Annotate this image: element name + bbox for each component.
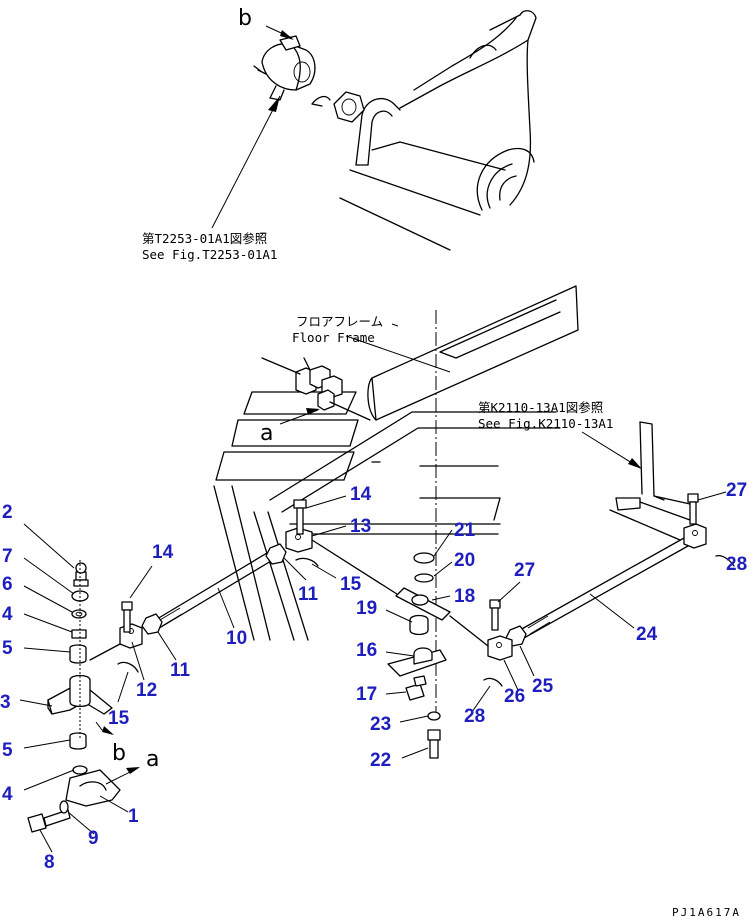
top-assembly (211, 10, 537, 251)
callout-8: 8 (44, 852, 55, 873)
callout-10: 10 (226, 628, 247, 649)
middle-assembly (141, 499, 451, 759)
ref-note-top-jp: 第T2253-01A1図参照 (142, 231, 267, 246)
floor-frame (213, 285, 579, 641)
leader-lines (19, 491, 727, 853)
callout-27-mid: 27 (514, 560, 535, 581)
callout-11: 11 (170, 660, 191, 681)
callout-28-lower: 28 (464, 706, 485, 727)
callout-14: 14 (152, 542, 174, 563)
callout-9: 9 (88, 828, 99, 849)
callout-15-mid: 15 (340, 574, 362, 595)
callout-14-mid: 14 (350, 484, 372, 505)
callout-12: 12 (136, 680, 157, 701)
callout-19: 19 (356, 598, 377, 619)
ref-note-right-en: See Fig.K2110-13A1 (478, 416, 613, 431)
callout-4: 4 (2, 604, 13, 625)
callout-2: 2 (2, 502, 13, 523)
callout-7: 7 (2, 546, 13, 567)
callout-21: 21 (454, 520, 476, 541)
callout-6: 6 (2, 574, 13, 595)
callout-24: 24 (636, 624, 658, 645)
callout-25: 25 (532, 676, 554, 697)
callout-18: 18 (454, 586, 475, 607)
view-letter-b-top: b (238, 6, 252, 31)
callout-22: 22 (370, 750, 391, 771)
callout-5-lower: 5 (2, 740, 13, 761)
callout-5: 5 (2, 638, 13, 659)
callout-16: 16 (356, 640, 377, 661)
ref-note-right-jp: 第K2110-13A1図参照 (478, 400, 603, 415)
callout-27-right: 27 (726, 480, 747, 501)
ref-note-top-en: See Fig.T2253-01A1 (142, 247, 277, 262)
callout-23: 23 (370, 714, 391, 735)
floor-frame-en: Floor Frame (292, 330, 375, 345)
drawing-code: PJ1A617A (672, 906, 741, 919)
callout-20: 20 (454, 550, 475, 571)
view-letter-a-low: a (146, 747, 159, 772)
callout-28-right: 28 (726, 554, 747, 575)
callout-26: 26 (504, 686, 525, 707)
callout-4-lower: 4 (2, 784, 13, 805)
view-letter-b-low: b (112, 741, 126, 766)
callout-11-mid: 11 (298, 584, 319, 605)
callout-17: 17 (356, 684, 377, 705)
view-letter-a-mid: a (260, 421, 273, 446)
callout-15: 15 (108, 708, 130, 729)
right-assembly (449, 421, 735, 687)
floor-frame-jp: フロアフレーム (296, 314, 383, 329)
notes: b 第T2253-01A1図参照 See Fig.T2253-01A1 フロアフ… (112, 6, 741, 919)
callout-13: 13 (350, 516, 371, 537)
callout-1: 1 (128, 806, 139, 827)
left-assembly (27, 560, 143, 833)
callout-3: 3 (0, 692, 11, 713)
callout-numbers: 2 7 6 4 5 3 5 4 8 9 1 14 12 11 10 15 14 … (0, 480, 747, 873)
